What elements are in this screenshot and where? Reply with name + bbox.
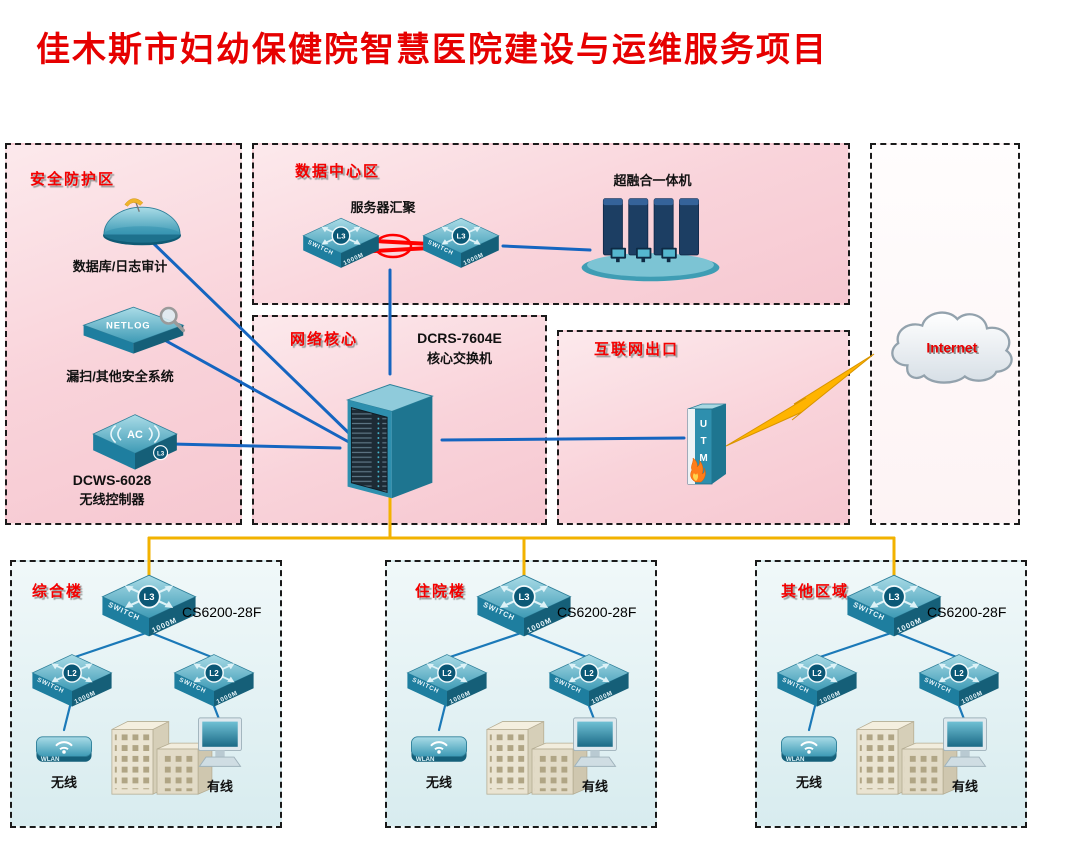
wireless-label: 无线 <box>50 775 77 790</box>
wlan-ap-icon <box>32 726 96 769</box>
hci-servers-icon <box>578 186 723 284</box>
netlog-device-icon <box>80 302 192 357</box>
wired-label: 有线 <box>951 779 978 794</box>
wlc-name-label: 无线控制器 <box>79 492 145 507</box>
internet-cloud-icon <box>876 290 1024 400</box>
security-zone-label: 安全防护区 <box>30 171 116 188</box>
wlan-ap-icon <box>777 726 841 769</box>
wired-label: 有线 <box>581 779 608 794</box>
scan-system-label: 漏扫/其他安全系统 <box>66 369 174 384</box>
building-zone-label: 综合楼 <box>32 583 84 600</box>
internet-exit-zone-label: 互联网出口 <box>594 341 680 358</box>
datacenter-zone-label: 数据中心区 <box>295 163 381 180</box>
db-audit-device-icon <box>92 190 192 248</box>
db-audit-label: 数据库/日志审计 <box>72 259 168 274</box>
dc-l3-switch-left-icon <box>299 214 383 270</box>
core-switch-icon <box>336 372 442 503</box>
core-switch-model-label: DCRS-7604E <box>417 330 502 346</box>
utm-device-icon <box>682 396 732 490</box>
pc-icon <box>937 714 993 774</box>
wlc-model-label: DCWS-6028 <box>72 472 152 488</box>
wired-label: 有线 <box>206 779 233 794</box>
core-switch-name-label: 核心交换机 <box>426 351 492 366</box>
building-zone-label: 住院楼 <box>415 583 467 600</box>
wireless-label: 无线 <box>425 775 452 790</box>
hci-label: 超融合一体机 <box>613 173 692 188</box>
core-zone-label: 网络核心 <box>290 331 359 348</box>
wireless-label: 无线 <box>795 775 822 790</box>
dc-l3-switch-right-icon <box>419 214 503 270</box>
building-zone-label: 其他区域 <box>781 583 850 600</box>
wlan-ap-icon <box>407 726 471 769</box>
pc-icon <box>567 714 623 774</box>
access-switch-model-label: CS6200-28F <box>557 604 637 620</box>
server-agg-label: 服务器汇聚 <box>350 200 416 215</box>
page-title: 佳木斯市妇幼保健院智慧医院建设与运维服务项目 <box>36 31 828 69</box>
access-switch-model-label: CS6200-28F <box>182 604 262 620</box>
access-switch-model-label: CS6200-28F <box>927 604 1007 620</box>
wireless-controller-icon <box>80 410 190 472</box>
pc-icon <box>192 714 248 774</box>
